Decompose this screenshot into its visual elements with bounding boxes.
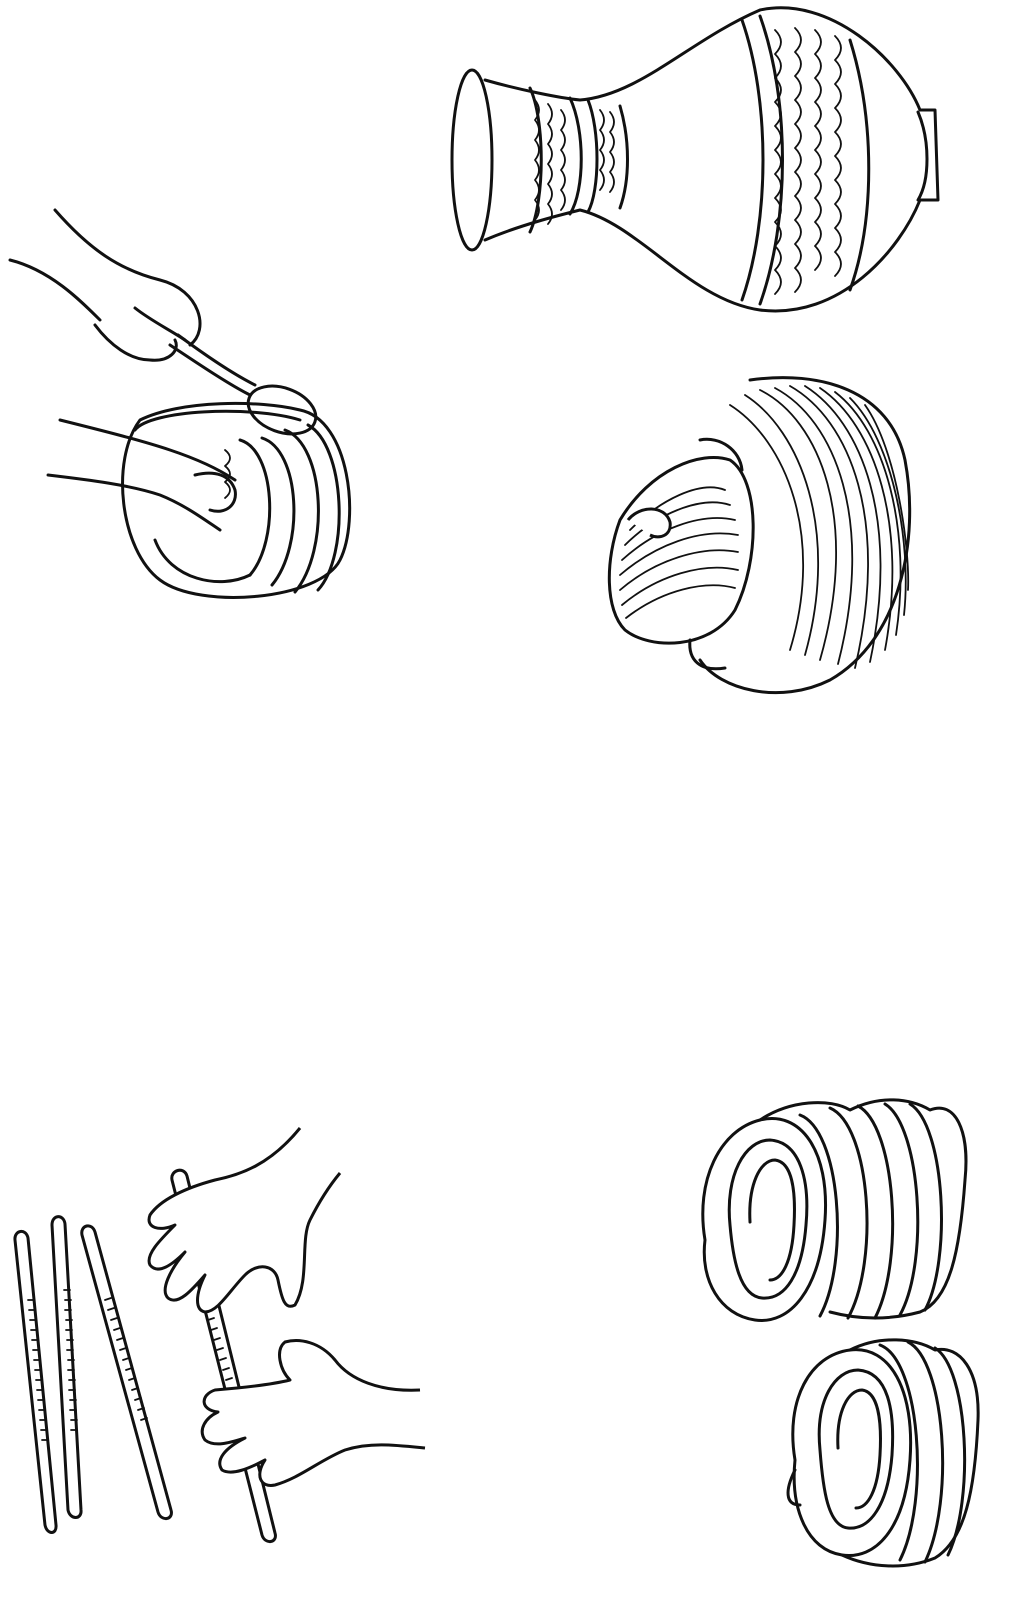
hands-spoon-pot-icon [10, 210, 350, 597]
hands-rolling-coil-icon [15, 1128, 425, 1542]
decorated-vase-icon [452, 8, 938, 311]
lidded-coil-pot-icon [609, 378, 909, 693]
clay-coil-spirals-icon [703, 1100, 978, 1566]
